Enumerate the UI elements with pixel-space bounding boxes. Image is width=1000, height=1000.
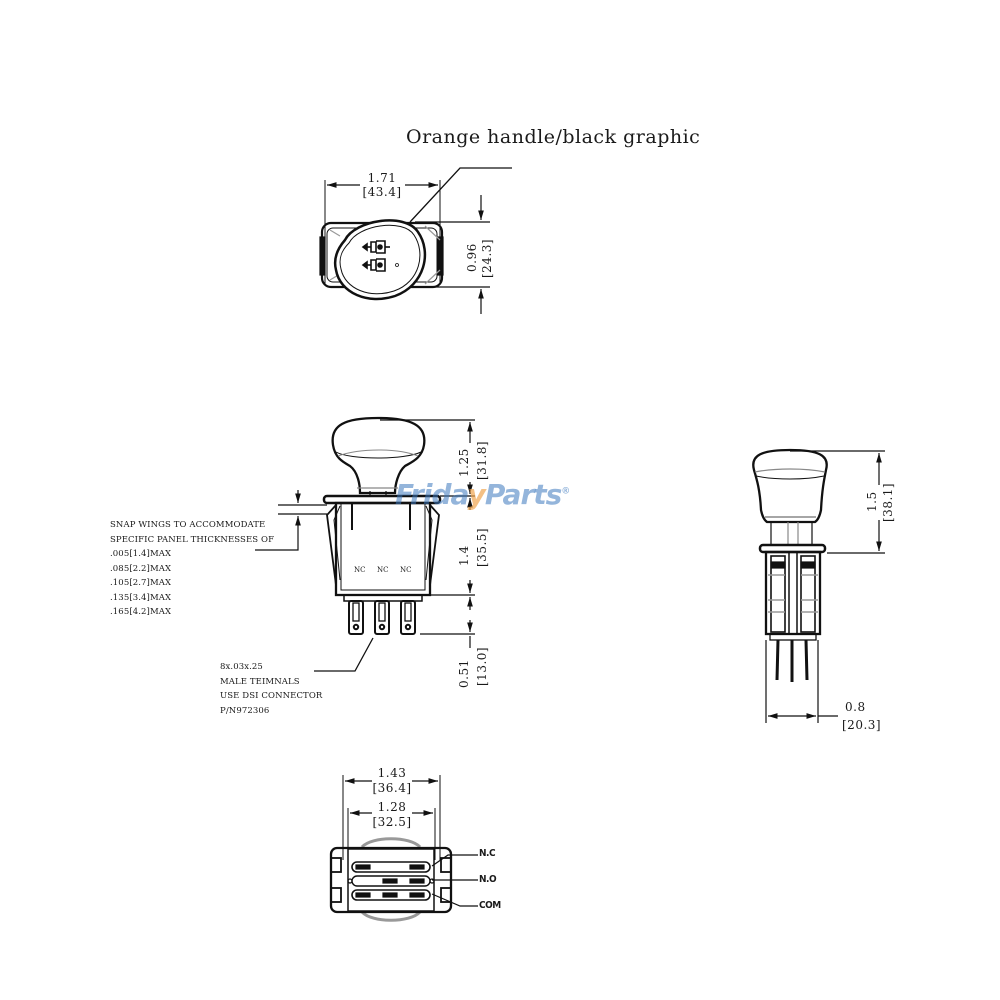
snap-wings-note: SNAP WINGS TO ACCOMMODATE SPECIFIC PANEL… <box>110 520 275 617</box>
pin-label-com: COM <box>479 900 501 911</box>
terminal-note: 8x.03x.25 MALE TEIMNALS USE DSI CONNECTO… <box>220 662 323 716</box>
bottom-inner-in: 1.28 <box>377 800 407 814</box>
top-height-mm: [24.3] <box>480 238 494 278</box>
bottom-view <box>329 775 478 922</box>
front-view <box>255 416 475 672</box>
front-body-mm: [35.5] <box>475 527 489 567</box>
fridayparts-watermark: FridayParts® <box>395 478 570 511</box>
front-handle-in: 1.25 <box>457 448 471 477</box>
top-view <box>319 167 512 314</box>
front-body-in: 1.4 <box>457 545 471 566</box>
front-terminal-in: 0.51 <box>457 659 471 688</box>
side-height-mm: [38.1] <box>881 482 895 522</box>
drawing-title: Orange handle/black graphic <box>406 126 701 148</box>
pin-label-no: N.O <box>479 874 497 885</box>
front-terminal-mm: [13.0] <box>475 646 489 686</box>
side-width-mm: [20.3] <box>842 718 882 732</box>
side-width-in: 0.8 <box>845 700 866 714</box>
bottom-outer-in: 1.43 <box>377 766 407 780</box>
bottom-inner-mm: [32.5] <box>372 815 412 829</box>
body-label-2: NC <box>377 566 389 574</box>
top-height-in: 0.96 <box>465 243 479 272</box>
side-view <box>752 448 885 723</box>
bottom-outer-mm: [36.4] <box>372 781 412 795</box>
top-width-in: 1.71 <box>367 171 397 185</box>
top-width-mm: [43.4] <box>362 185 402 199</box>
front-handle-mm: [31.8] <box>475 440 489 480</box>
operator-presence-icon <box>361 240 399 272</box>
terminals <box>348 600 416 635</box>
pin-label-nc: N.C <box>479 848 496 859</box>
side-height-in: 1.5 <box>865 491 879 512</box>
body-label-3: NC <box>400 566 412 574</box>
body-label-1: NC <box>354 566 366 574</box>
